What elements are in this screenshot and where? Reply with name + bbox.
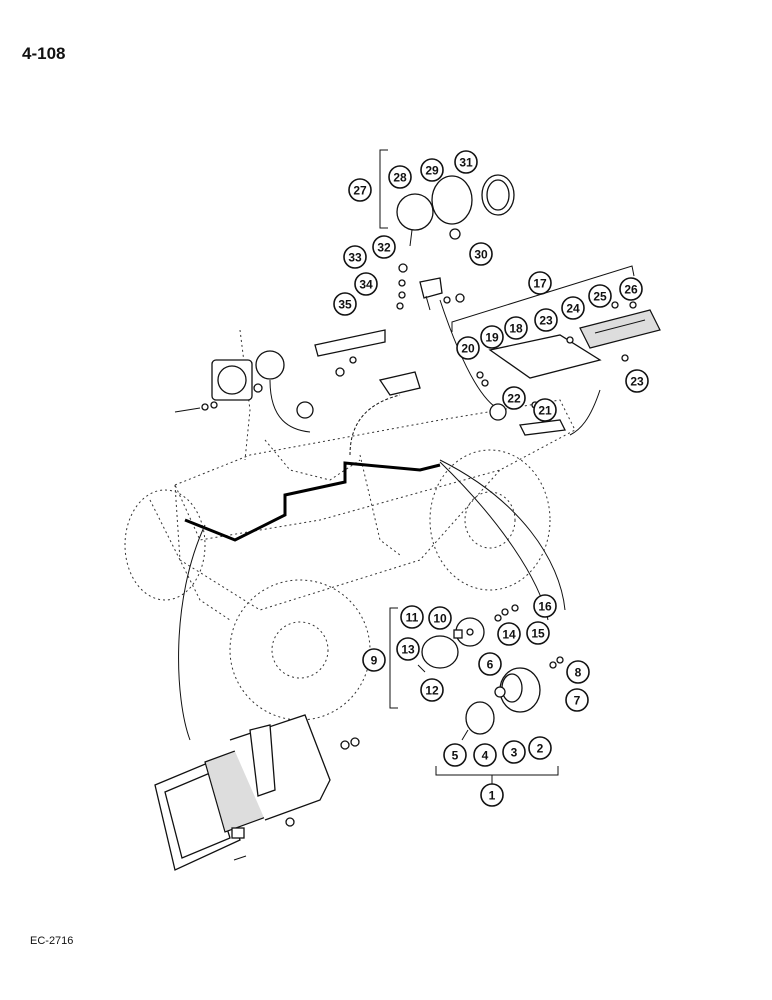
svg-text:6: 6 xyxy=(487,658,494,672)
callout-7: 7 xyxy=(565,688,589,712)
callout-2: 2 xyxy=(528,736,552,760)
callout-32: 32 xyxy=(372,235,396,259)
svg-text:14: 14 xyxy=(502,628,516,642)
svg-text:10: 10 xyxy=(433,612,447,626)
headlamp-assembly xyxy=(417,604,564,741)
svg-text:18: 18 xyxy=(509,322,523,336)
callout-6: 6 xyxy=(478,652,502,676)
svg-text:29: 29 xyxy=(425,164,439,178)
callout-22: 22 xyxy=(502,386,526,410)
svg-text:16: 16 xyxy=(538,600,552,614)
bracket-1 xyxy=(435,766,559,776)
svg-text:26: 26 xyxy=(624,283,638,297)
svg-text:28: 28 xyxy=(393,171,407,185)
callout-10: 10 xyxy=(428,606,452,630)
svg-text:17: 17 xyxy=(533,277,547,291)
svg-text:30: 30 xyxy=(474,248,488,262)
work-lamp-assembly xyxy=(396,174,515,311)
callout-31: 31 xyxy=(454,150,478,174)
callout-19: 19 xyxy=(480,325,504,349)
svg-text:32: 32 xyxy=(377,241,391,255)
svg-text:24: 24 xyxy=(566,302,580,316)
svg-text:31: 31 xyxy=(459,156,473,170)
svg-text:25: 25 xyxy=(593,290,607,304)
callout-29: 29 xyxy=(420,158,444,182)
callout-3: 3 xyxy=(502,740,526,764)
svg-text:8: 8 xyxy=(575,666,582,680)
svg-text:2: 2 xyxy=(537,742,544,756)
callout-9: 9 xyxy=(362,648,386,672)
callout-5: 5 xyxy=(443,743,467,767)
svg-text:19: 19 xyxy=(485,331,499,345)
callout-15: 15 xyxy=(526,621,550,645)
grille-lamp-assembly xyxy=(154,714,360,871)
callout-18: 18 xyxy=(504,316,528,340)
callout-8: 8 xyxy=(566,660,590,684)
callout-1: 1 xyxy=(480,783,504,807)
svg-text:7: 7 xyxy=(574,694,581,708)
svg-text:3: 3 xyxy=(511,746,518,760)
svg-text:20: 20 xyxy=(461,342,475,356)
svg-text:27: 27 xyxy=(353,184,367,198)
callout-24: 24 xyxy=(561,296,585,320)
callout-20: 20 xyxy=(456,336,480,360)
callout-11: 11 xyxy=(400,605,424,629)
svg-text:9: 9 xyxy=(371,654,378,668)
svg-text:33: 33 xyxy=(348,251,362,265)
callout-25: 25 xyxy=(588,284,612,308)
callout-23: 23 xyxy=(625,369,649,393)
bracket-27 xyxy=(379,149,388,229)
callout-16: 16 xyxy=(533,594,557,618)
svg-text:13: 13 xyxy=(401,643,415,657)
callout-28: 28 xyxy=(388,165,412,189)
bracket-9 xyxy=(389,607,398,709)
callout-34: 34 xyxy=(354,272,378,296)
svg-text:23: 23 xyxy=(630,375,644,389)
callout-23: 23 xyxy=(534,308,558,332)
svg-text:5: 5 xyxy=(452,749,459,763)
callout-26: 26 xyxy=(619,277,643,301)
svg-text:15: 15 xyxy=(531,627,545,641)
callout-17: 17 xyxy=(528,271,552,295)
callout-30: 30 xyxy=(469,242,493,266)
callout-33: 33 xyxy=(343,245,367,269)
callout-13: 13 xyxy=(396,637,420,661)
svg-text:21: 21 xyxy=(538,404,552,418)
rear-lamp-assembly xyxy=(476,301,661,436)
callout-4: 4 xyxy=(473,743,497,767)
cab-side-lamp xyxy=(174,329,421,419)
callout-14: 14 xyxy=(497,622,521,646)
svg-text:1: 1 xyxy=(489,789,496,803)
svg-text:11: 11 xyxy=(406,611,419,625)
page-number: 4-108 xyxy=(22,44,66,63)
flex-conduit xyxy=(349,394,401,456)
svg-text:22: 22 xyxy=(507,392,521,406)
callout-27: 27 xyxy=(348,178,372,202)
svg-text:23: 23 xyxy=(539,314,553,328)
callout-12: 12 xyxy=(420,678,444,702)
callout-21: 21 xyxy=(533,398,557,422)
wiring-harness xyxy=(184,461,441,542)
svg-text:4: 4 xyxy=(482,749,489,763)
reference-code: EC-2716 xyxy=(30,935,74,947)
callout-35: 35 xyxy=(333,292,357,316)
svg-text:34: 34 xyxy=(359,278,373,292)
svg-text:12: 12 xyxy=(425,684,439,698)
svg-text:35: 35 xyxy=(338,298,352,312)
